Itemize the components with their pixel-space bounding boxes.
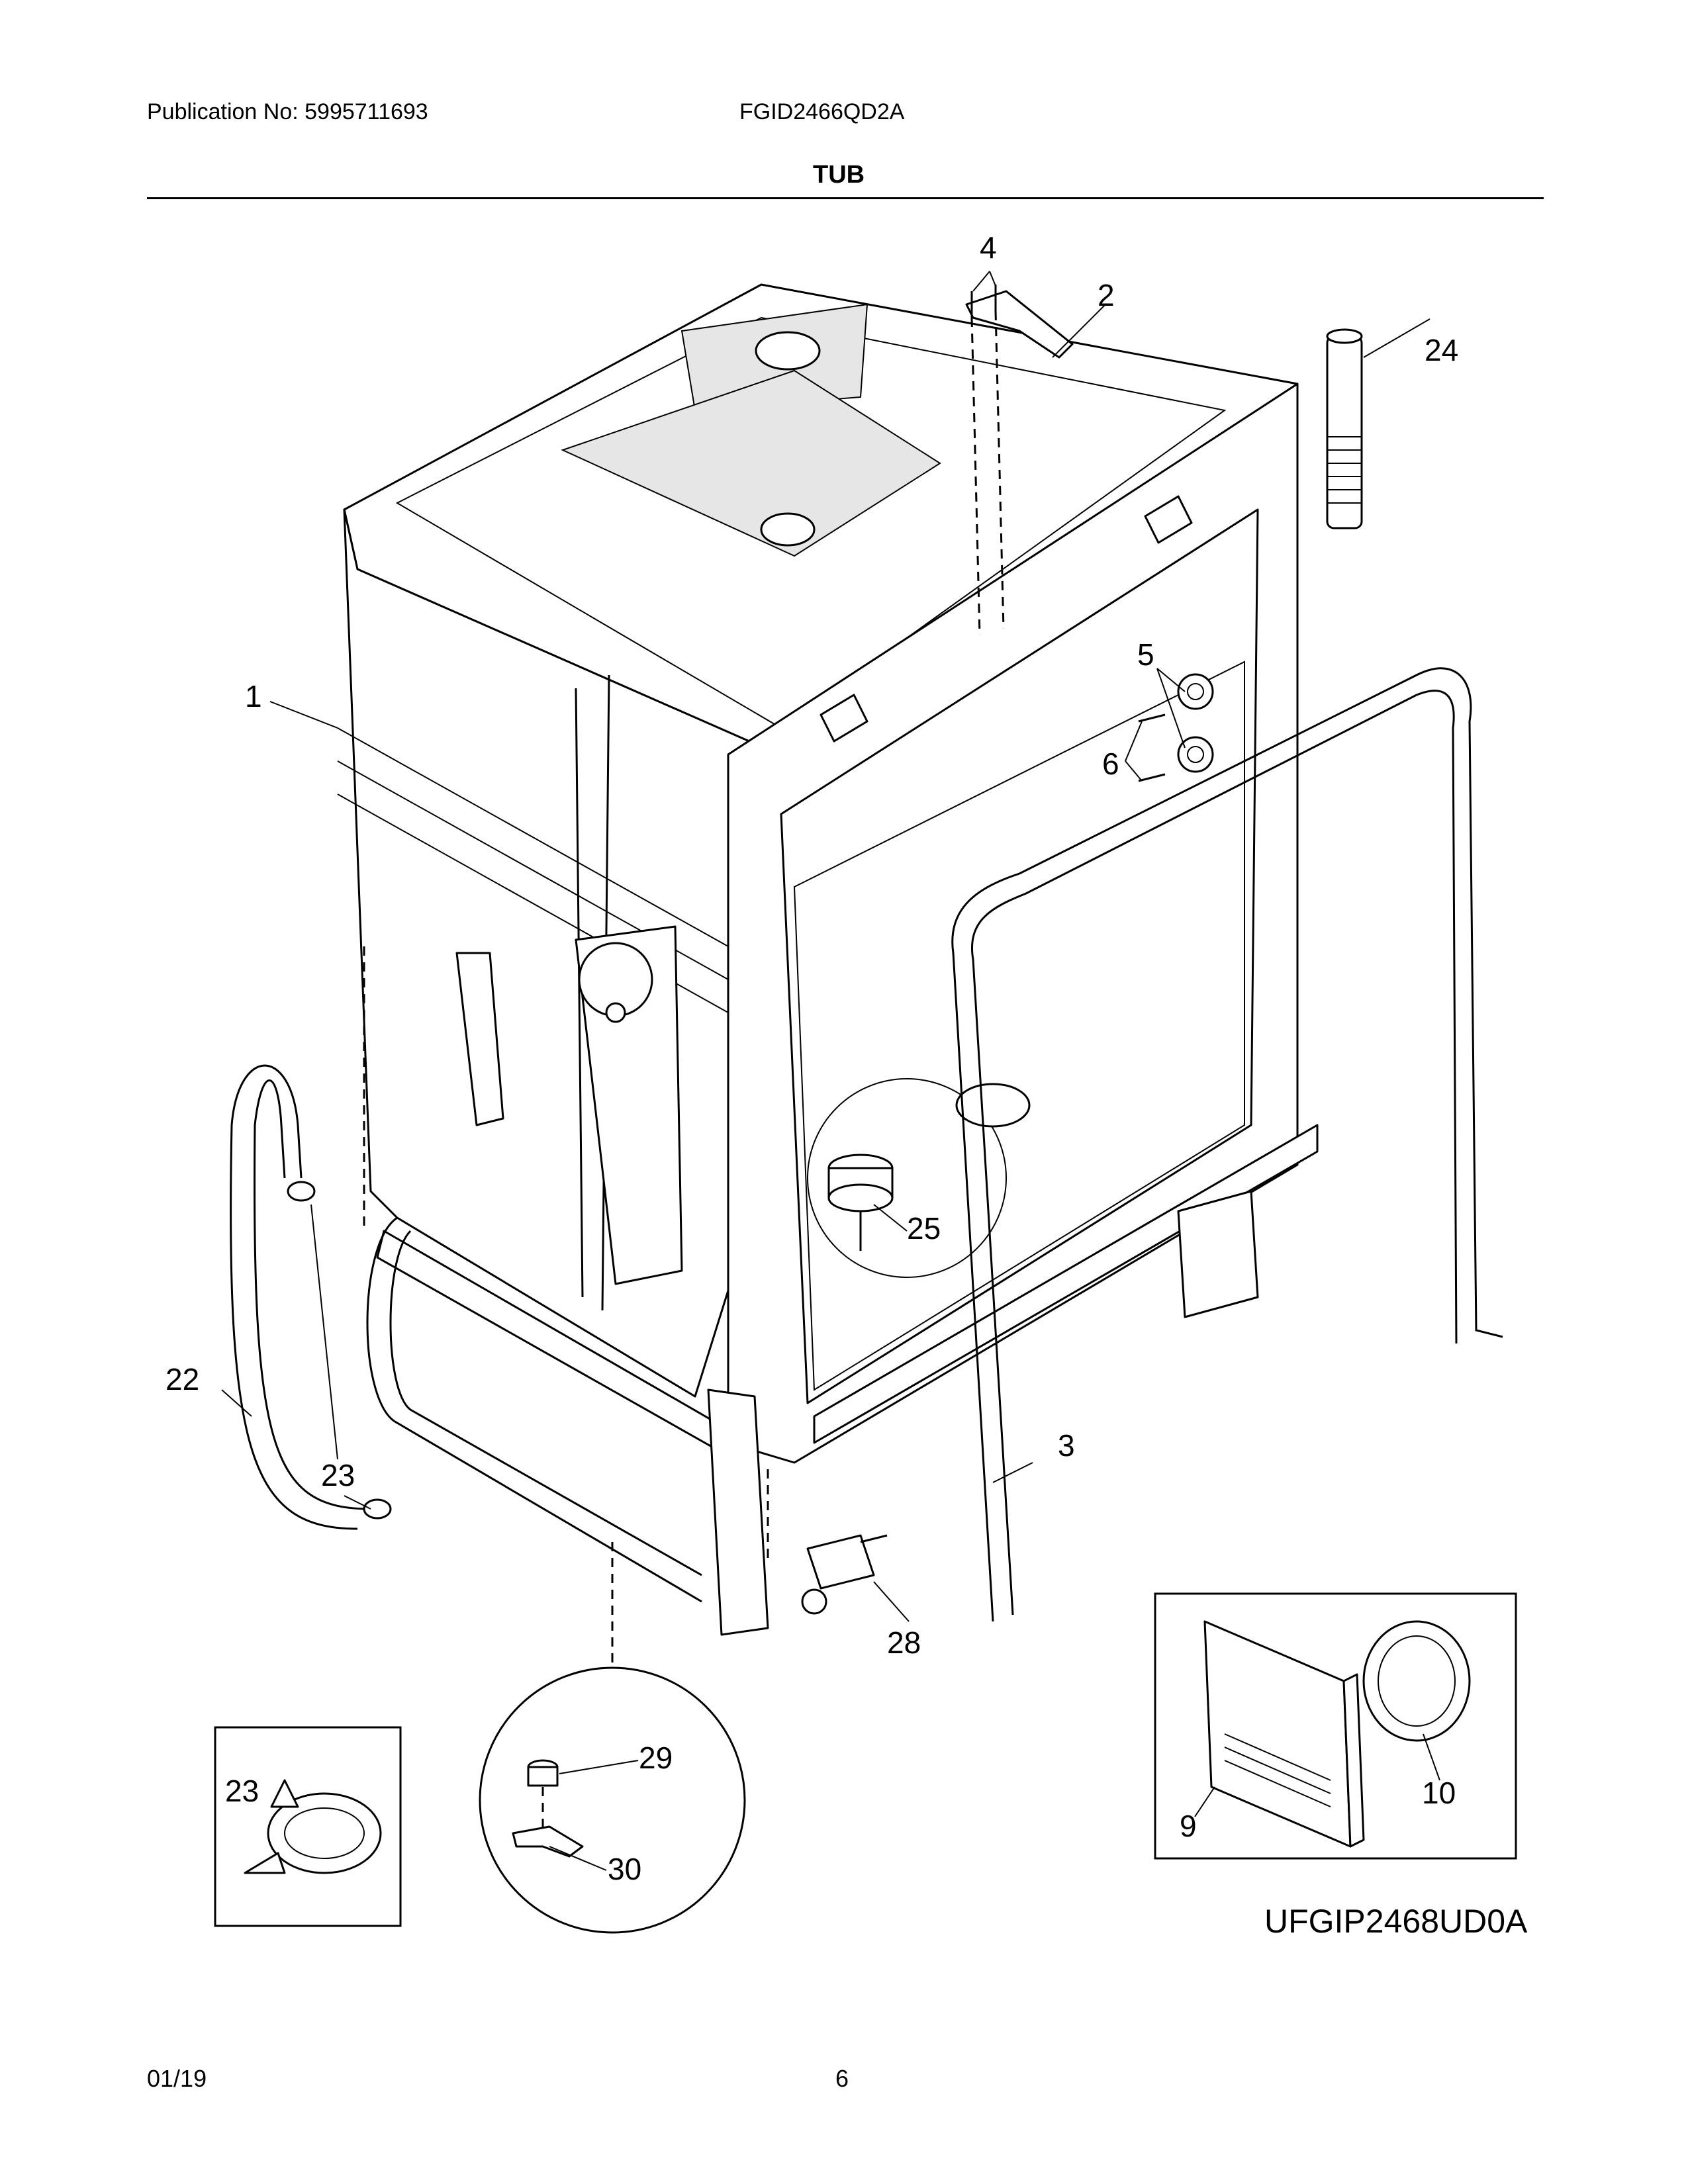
strike-plate <box>965 290 1074 359</box>
callout-9: 9 <box>1180 1809 1197 1843</box>
drain-hose-inner <box>253 1079 371 1510</box>
hose-clamp-icon <box>363 1498 392 1520</box>
model-number: FGID2466QD2A <box>739 99 905 124</box>
kit-label: UFGIP2468UD0A <box>1264 1903 1528 1940</box>
callout-22: 22 <box>165 1362 199 1396</box>
thermal-fuse <box>527 1759 559 1787</box>
header-rule <box>147 197 1544 199</box>
thermal-fuse-bracket <box>512 1825 584 1858</box>
callout-2: 2 <box>1098 278 1115 312</box>
callout-24: 24 <box>1425 333 1458 367</box>
callout-1: 1 <box>245 679 262 713</box>
door-gasket <box>951 667 1503 1622</box>
tub-body <box>337 283 1319 1636</box>
callout-5: 5 <box>1137 637 1154 672</box>
door-switch <box>801 1534 888 1615</box>
door-gasket-inner <box>971 690 1458 1615</box>
detail-box-clamp <box>214 1726 402 1927</box>
drain-hose <box>230 1064 358 1530</box>
callout-6: 6 <box>1102 747 1119 781</box>
grommet-icon <box>1177 736 1214 773</box>
callout-23: 23 <box>321 1458 355 1492</box>
callout-3: 3 <box>1058 1428 1075 1463</box>
callout-30: 30 <box>608 1852 641 1886</box>
hose-clamp-icon <box>287 1181 316 1202</box>
publication-number: Publication No: 5995711693 <box>147 99 428 124</box>
tub-base-frame <box>366 1216 702 1603</box>
nut-ring <box>1362 1620 1471 1742</box>
vent-tube <box>1326 328 1363 529</box>
grommet-icon <box>1177 673 1214 710</box>
hose-clamp-detail <box>244 1779 382 1874</box>
detail-box-kit <box>1154 1592 1517 1860</box>
section-title: TUB <box>813 161 865 189</box>
tub-base-frame-inner <box>389 1230 702 1576</box>
callout-4: 4 <box>980 230 997 265</box>
callout-28: 28 <box>887 1625 921 1660</box>
screw-icon <box>1138 773 1166 782</box>
callout-29: 29 <box>639 1741 673 1775</box>
detail-circle <box>479 1666 746 1934</box>
screw-icon <box>1138 713 1166 723</box>
callout-10: 10 <box>1422 1776 1456 1810</box>
footer-date: 01/19 <box>147 2065 207 2092</box>
callout-25: 25 <box>907 1211 941 1246</box>
callout-23-detail: 23 <box>225 1774 259 1808</box>
footer-page-number: 6 <box>835 2065 849 2092</box>
control-cover <box>1203 1620 1365 1848</box>
float-assembly <box>827 1154 894 1251</box>
